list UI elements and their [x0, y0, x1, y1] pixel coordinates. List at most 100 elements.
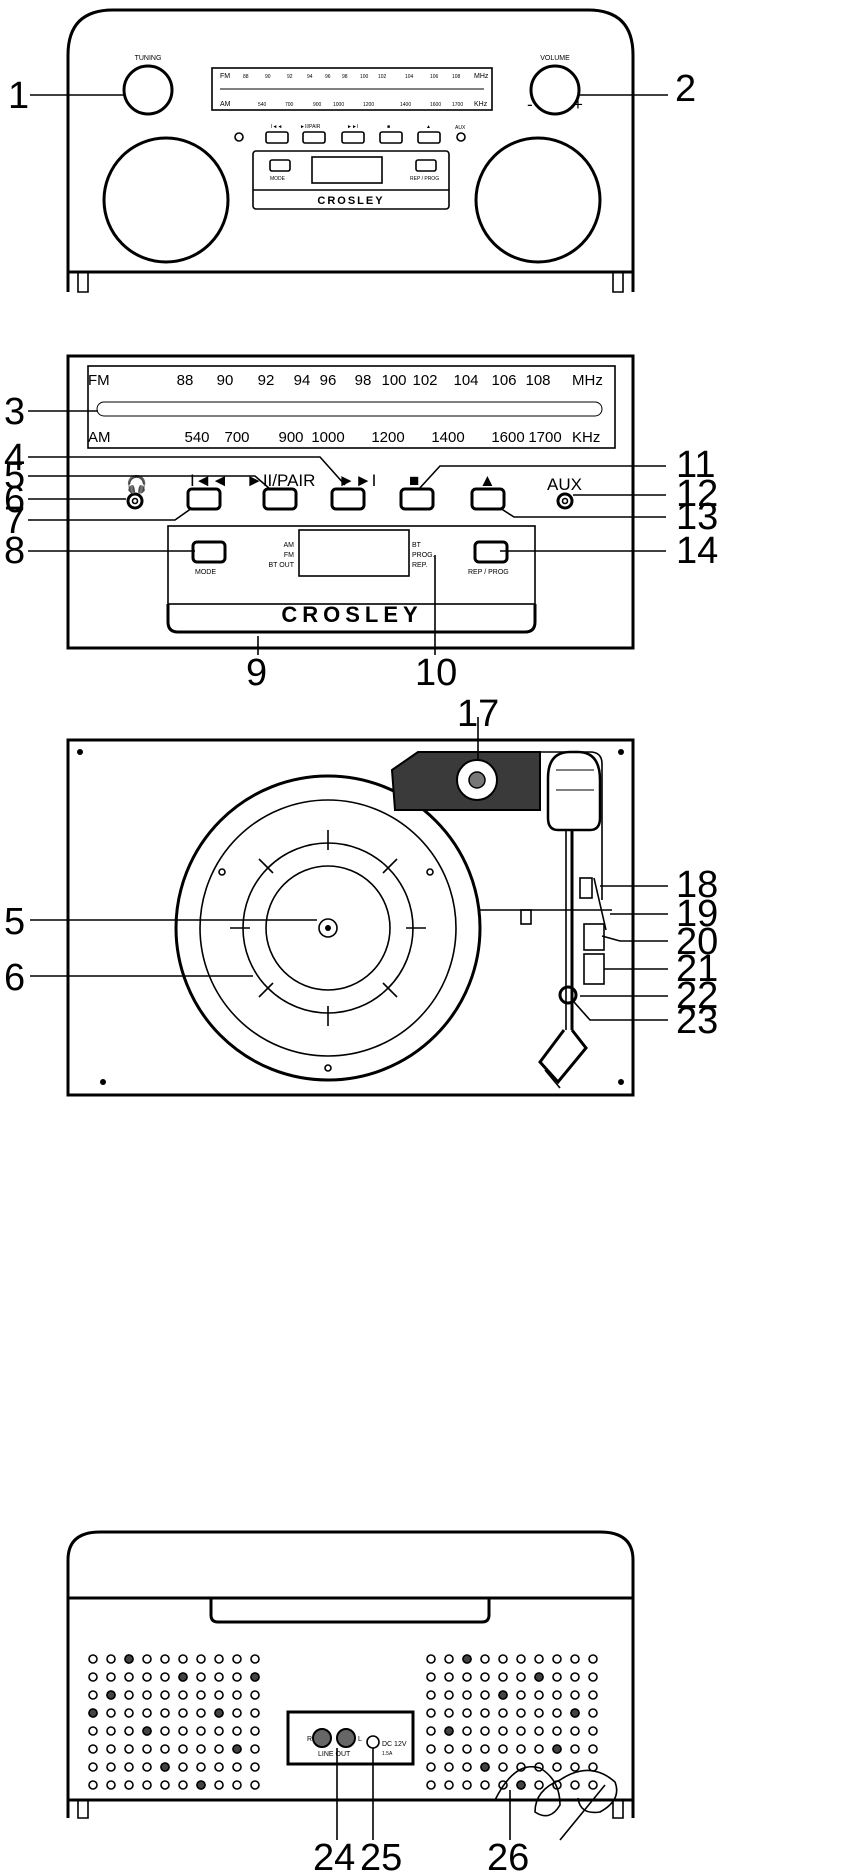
front-mode-label: MODE	[270, 176, 286, 182]
callout-18: 18	[676, 864, 718, 906]
tuning-knob	[122, 64, 174, 116]
front-am-tick: 1600	[430, 102, 441, 108]
display-indicator-rep: REP.	[412, 562, 427, 569]
display-indicator-bt: BT	[412, 542, 422, 549]
line-out-l-label: L	[358, 1736, 362, 1743]
dc-label: DC 12V	[382, 1741, 407, 1748]
callout-7: 7	[4, 500, 25, 542]
front-fm-tick: 90	[265, 74, 271, 80]
front-fm-label: FM	[220, 73, 230, 80]
callout-13: 13	[676, 496, 718, 538]
callout-21: 21	[676, 948, 718, 990]
panel-am-label: AM	[88, 429, 111, 446]
front-aux-jack	[456, 132, 466, 142]
headphone-label: 🎧	[126, 474, 147, 494]
panel-am-tick: 1700	[528, 429, 561, 446]
turntable-base	[66, 738, 635, 1097]
front-stop-label: ■	[387, 124, 390, 130]
lcd-display	[298, 529, 410, 577]
front-button-prev	[265, 131, 289, 144]
rest-clip	[583, 923, 605, 951]
front-fm-tick: 88	[243, 74, 249, 80]
callout-11: 11	[676, 444, 715, 486]
panel-fm-tick: 90	[217, 372, 234, 389]
mode-button	[191, 540, 227, 564]
aux-jack-center	[561, 497, 569, 505]
eject-label: ▲	[479, 471, 496, 490]
headphone-jack-center	[131, 497, 139, 505]
panel-fm-tick: 92	[258, 372, 275, 389]
panel-brand-logo: CROSLEY	[281, 602, 422, 627]
front-mhz-label: MHz	[474, 73, 489, 80]
panel-fm-ticks: 88 90 92 94 96 98 100 102 104 106 108	[177, 372, 551, 389]
eject-button	[470, 487, 506, 511]
callout-line-4	[28, 456, 346, 486]
prev-label: I◄◄	[190, 471, 228, 490]
panel-fm-tick: 88	[177, 372, 194, 389]
tonearm-headshell	[538, 1029, 588, 1085]
front-tuning-dial	[211, 67, 493, 111]
rear-io-panel	[286, 1710, 415, 1766]
front-cd-panel	[252, 150, 450, 210]
front-view: TUNING VOLUME - + FM MHz AM KHz 88 90 92…	[8, 8, 696, 293]
aux-label: AUX	[547, 475, 582, 494]
panel-am-tick: 1600	[491, 429, 524, 446]
front-fm-tick: 96	[325, 74, 331, 80]
callout-17: 17	[457, 693, 499, 735]
stop-button	[399, 487, 435, 511]
stop-label: ■	[409, 471, 419, 490]
line-out-left-jack	[336, 1728, 356, 1748]
panel-fm-tick: 94	[294, 372, 311, 389]
panel-fm-label: FM	[88, 372, 110, 389]
front-am-tick: 700	[285, 102, 294, 108]
rear-foot-left	[77, 1800, 89, 1819]
rear-cabinet	[66, 1530, 635, 1818]
front-rep-button	[415, 159, 437, 172]
front-button-eject	[417, 131, 441, 144]
front-fm-tick: 100	[360, 74, 369, 80]
callout-line-20	[601, 935, 668, 942]
callout-19: 19	[676, 893, 718, 935]
volume-plus: +	[573, 95, 583, 114]
panel-am-tick: 540	[184, 429, 209, 446]
panel-fm-tick: 96	[320, 372, 337, 389]
play-pair-button	[262, 487, 298, 511]
tonearm-lever	[593, 877, 607, 931]
rear-view: R L LINE OUT DC 12V 1.5A 24 25 26	[66, 1530, 635, 1876]
display-indicator-am: AM	[284, 542, 295, 549]
callout-12: 12	[676, 473, 718, 515]
front-play-label: ►II/PAIR	[300, 124, 321, 130]
callout-line-7	[28, 507, 193, 521]
front-fm-tick: 98	[342, 74, 348, 80]
panel-fm-tick: 104	[453, 372, 478, 389]
callout-t5: 5	[4, 901, 25, 943]
power-cord	[494, 1766, 618, 1817]
panel-fm-tick: 108	[525, 372, 550, 389]
volume-label: VOLUME	[540, 55, 570, 62]
mode-label: MODE	[195, 569, 216, 576]
rear-foot-right	[612, 1800, 624, 1819]
callout-t6: 6	[4, 957, 25, 999]
screw-top-right	[618, 749, 624, 755]
front-fm-tick: 108	[452, 74, 461, 80]
front-mode-button	[269, 159, 291, 172]
arm-lock	[558, 985, 578, 1005]
speaker-left	[102, 136, 230, 264]
panel-am-tick: 1400	[431, 429, 464, 446]
front-am-label: AM	[220, 101, 231, 108]
callout-22: 22	[676, 975, 718, 1017]
panel-frame	[66, 354, 635, 650]
callout-3: 3	[4, 391, 25, 433]
line-out-label: LINE OUT	[318, 1751, 351, 1758]
next-button	[330, 487, 366, 511]
front-prev-label: I◄◄	[271, 124, 282, 130]
callout-14: 14	[676, 530, 718, 572]
front-fm-tick: 94	[307, 74, 313, 80]
front-am-tick: 1400	[400, 102, 411, 108]
rear-grille-left	[88, 1654, 260, 1790]
panel-am-tick: 1000	[311, 429, 344, 446]
front-rep-label: REP / PROG	[410, 176, 439, 182]
front-fm-tick: 92	[287, 74, 293, 80]
control-panel-view: FM MHz AM KHz 88 90 92 94 96 98 100 102 …	[4, 354, 718, 694]
